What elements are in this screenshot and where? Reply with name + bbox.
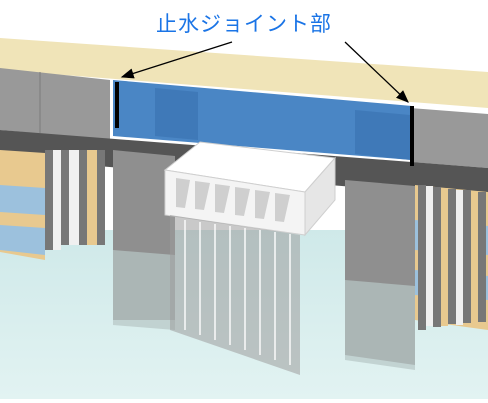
- left-wall: [0, 68, 110, 140]
- ground-top: [0, 38, 488, 108]
- left-callout-arrow: [120, 41, 233, 79]
- right-callout-arrow: [344, 41, 409, 103]
- central-slabs: [170, 215, 300, 375]
- gate-block: [163, 141, 337, 237]
- left-strata: [0, 150, 45, 260]
- left-piles: [45, 150, 105, 250]
- right-piles: [418, 185, 486, 330]
- right-wall: [410, 108, 488, 168]
- joint-caption: 止水ジョイント部: [156, 12, 332, 36]
